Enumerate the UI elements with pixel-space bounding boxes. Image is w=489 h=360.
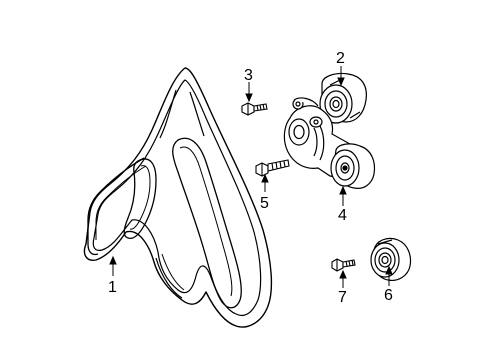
callout-3: 3	[244, 67, 253, 84]
callout-2: 2	[336, 50, 345, 67]
bolt-tensioner	[255, 159, 290, 177]
callout-6: 6	[384, 287, 393, 304]
callout-4: 4	[338, 207, 347, 224]
idler-pulley-upper	[319, 72, 367, 124]
idler-pulley-lower	[370, 237, 412, 281]
bolt-upper	[241, 102, 268, 116]
serpentine-belt	[83, 67, 273, 328]
callout-5: 5	[260, 195, 269, 212]
bolt-lower	[331, 258, 356, 272]
belt-tensioner	[283, 97, 376, 189]
callout-leaders	[109, 66, 393, 288]
callout-7: 7	[338, 289, 347, 306]
callout-1: 1	[108, 279, 117, 296]
